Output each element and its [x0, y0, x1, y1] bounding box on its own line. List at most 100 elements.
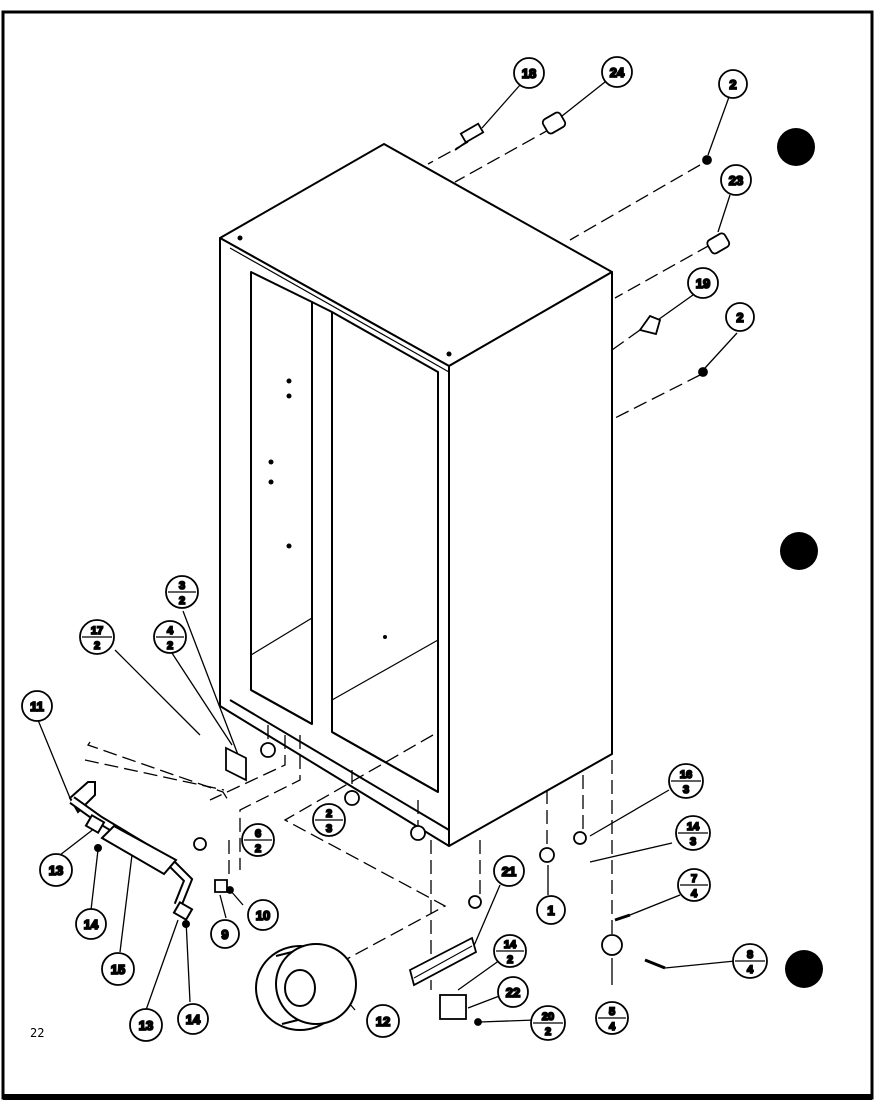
- callout-23: 23: [720, 164, 752, 196]
- screw-part-8: [644, 958, 666, 970]
- callout-13-right: 13: [129, 1008, 163, 1042]
- svg-text:3: 3: [690, 836, 696, 848]
- roller-part-1: [539, 847, 555, 863]
- callout-11: 11: [21, 690, 53, 722]
- refrigerator-cabinet: [219, 143, 613, 847]
- page-number: 22: [30, 1026, 45, 1040]
- svg-text:2: 2: [729, 77, 736, 92]
- bushing-part-24: [541, 111, 567, 135]
- svg-text:12: 12: [376, 1014, 390, 1029]
- svg-text:22: 22: [506, 985, 520, 1000]
- binder-holes: [777, 128, 823, 988]
- svg-text:18: 18: [522, 66, 536, 81]
- binder-hole-top: [777, 128, 815, 166]
- svg-text:4: 4: [691, 888, 698, 900]
- roller-center: [344, 790, 360, 806]
- callout-9: 9: [210, 919, 240, 949]
- svg-text:14: 14: [84, 917, 99, 932]
- screw-part-7: [614, 913, 631, 922]
- svg-text:2: 2: [179, 595, 185, 607]
- screw-part-20: [474, 1018, 482, 1026]
- screw-part-2-lower: [698, 367, 708, 377]
- leveler-part-16: [573, 831, 587, 845]
- svg-text:6: 6: [255, 828, 261, 840]
- binder-hole-bottom: [785, 950, 823, 988]
- fraction-5-4: 54: [595, 1001, 629, 1035]
- callout-21: 21: [493, 855, 525, 887]
- fraction-14-2: 142: [493, 934, 527, 968]
- svg-text:19: 19: [696, 276, 710, 291]
- bracket-part-19: [638, 314, 662, 336]
- screw-part-2-upper: [702, 155, 712, 165]
- screw-part-14-right: [182, 920, 190, 928]
- svg-text:4: 4: [609, 1021, 616, 1033]
- fraction-17-2: 172: [79, 619, 115, 655]
- svg-text:2: 2: [545, 1026, 551, 1038]
- coil-part-12: [255, 943, 357, 1031]
- callout-1: 1: [536, 895, 566, 925]
- screw-part-10: [226, 886, 234, 894]
- svg-text:2: 2: [326, 808, 332, 820]
- svg-text:11: 11: [30, 699, 44, 714]
- svg-text:2: 2: [167, 640, 173, 652]
- svg-text:3: 3: [326, 823, 332, 835]
- callout-14-left: 14: [75, 908, 107, 940]
- svg-text:14: 14: [504, 939, 517, 951]
- page-border: [1, 10, 874, 1100]
- svg-text:15: 15: [111, 962, 125, 977]
- water-tube-assembly: [68, 781, 194, 928]
- svg-text:9: 9: [221, 927, 228, 942]
- callout-14-right: 14: [177, 1003, 209, 1035]
- fraction-4-2: 42: [153, 620, 187, 654]
- clip-part-9: [214, 879, 228, 893]
- heater-part-15: [100, 824, 178, 876]
- cabinet-side: [448, 271, 613, 847]
- fraction-8-4: 84: [732, 943, 768, 979]
- svg-text:10: 10: [256, 908, 270, 923]
- fraction-14-3: 143: [675, 815, 711, 851]
- freezer-opening: [250, 271, 313, 725]
- screw-part-14-left: [94, 844, 102, 852]
- fraction-6-2: 62: [241, 823, 275, 857]
- leveler-right: [468, 895, 482, 909]
- svg-text:23: 23: [729, 173, 743, 188]
- svg-text:14: 14: [186, 1012, 201, 1027]
- fraction-7-4: 74: [677, 868, 711, 902]
- svg-text:14: 14: [687, 821, 700, 833]
- callout-18: 18: [513, 57, 545, 89]
- plug-part-18: [454, 122, 485, 151]
- svg-text:4: 4: [167, 625, 174, 637]
- svg-text:3: 3: [683, 784, 689, 796]
- callout-13-left: 13: [39, 853, 73, 887]
- binder-hole-middle: [780, 532, 818, 570]
- callout-19: 19: [687, 267, 719, 299]
- fresh-food-opening: [331, 311, 439, 793]
- leg-part-5: [601, 934, 623, 956]
- svg-text:20: 20: [542, 1011, 554, 1023]
- callout-2-lower: 2: [725, 302, 755, 332]
- roller-right: [410, 825, 426, 841]
- fraction-2-3: 23: [312, 803, 346, 837]
- svg-text:2: 2: [94, 640, 100, 652]
- toe-grille-part-21: [408, 936, 478, 987]
- fraction-callouts: 32 172 42 62 23 163 143 74 84 54 142 202: [79, 575, 768, 1041]
- pointer-lines: [37, 81, 746, 1023]
- svg-text:21: 21: [502, 864, 516, 879]
- callout-24: 24: [601, 56, 633, 88]
- svg-text:3: 3: [179, 580, 185, 592]
- svg-text:13: 13: [139, 1018, 153, 1033]
- fraction-20-2: 202: [530, 1005, 566, 1041]
- clamp-part-13-right: [172, 900, 194, 922]
- cabinet-holes: [237, 235, 452, 639]
- callout-10: 10: [247, 899, 279, 931]
- bushing-part-23: [706, 232, 731, 255]
- fraction-16-3: 163: [668, 763, 704, 799]
- svg-text:4: 4: [747, 964, 754, 976]
- roller-left: [260, 742, 276, 758]
- fraction-3-2: 32: [165, 575, 199, 609]
- svg-text:1: 1: [547, 903, 554, 918]
- callout-22: 22: [497, 976, 529, 1008]
- svg-text:17: 17: [91, 625, 103, 637]
- svg-text:2: 2: [507, 954, 513, 966]
